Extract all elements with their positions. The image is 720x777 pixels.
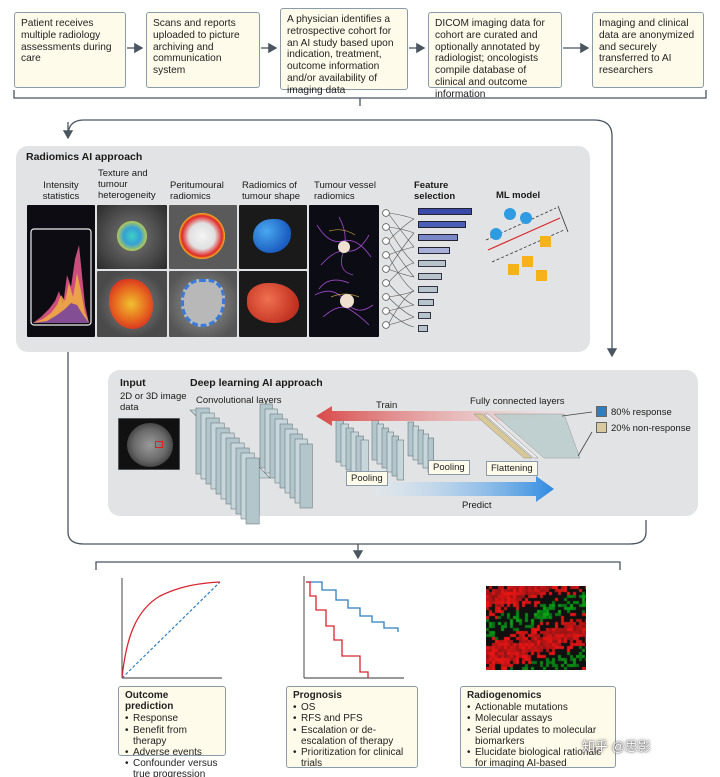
workflow-step-1-text: Patient receives multiple radiology asse… [21,18,112,65]
workflow-step-2-text: Scans and reports uploaded to picture ar… [153,18,240,77]
texture-image-2 [97,271,167,337]
feature-selection-network [382,209,415,329]
feature-bar [418,260,446,267]
radiomics-title: Radiomics AI approach [26,151,143,163]
output-title: Radiogenomics [467,690,542,701]
watermark: 知乎 @思影 [582,739,651,754]
feature-bar [418,312,431,319]
label-ml-model: ML model [496,190,541,201]
brain-mri-image [118,418,180,470]
workflow-step-1: Patient receives multiple radiology asse… [14,12,126,88]
feature-bar [418,286,438,293]
output-item: RFS and PFS [293,713,411,724]
workflow-step-2: Scans and reports uploaded to picture ar… [146,12,260,88]
pooling-tag-2: Pooling [428,460,470,475]
fully-connected-layers [473,411,593,459]
tumour-shape-image-2 [239,271,307,337]
workflow-step-3: A physician identifies a retrospective c… [280,8,408,96]
peritumoural-image-2 [169,271,237,337]
workflow-step-4-text: DICOM imaging data for cohort are curate… [435,18,545,100]
train-label: Train [376,400,398,411]
feature-bar [418,299,434,306]
peritumoural-image-1 [169,205,237,269]
conv-feature-map [299,443,313,509]
output-outcome-prediction: Outcome prediction Response Benefit from… [118,686,226,777]
predict-arrow [376,476,554,502]
workflow-step-5-text: Imaging and clinical data are anonymized… [599,18,695,77]
label-shape: Radiomics of tumour shape [242,180,301,202]
output-item: Benefit from therapy [125,725,219,747]
workflow-step-3-text: A physician identifies a retrospective c… [287,14,394,96]
tumour-shape-image-1 [239,205,307,269]
feature-bar [418,273,442,280]
output-item: Molecular assays [467,713,609,724]
legend-response-swatch [596,406,607,417]
output-item: Prioritization for clinical trials [293,747,411,769]
output-item: Actionable mutations [467,702,609,713]
legend-nonresponse-swatch [596,422,607,433]
feature-bar [418,247,450,254]
intensity-histogram-image [27,205,95,337]
output-radiogenomics: Radiogenomics Actionable mutations Molec… [460,686,616,768]
dl-conv-layers: Convolutional layers [196,395,282,406]
output-title: Prognosis [293,690,342,701]
fc-layers-label: Fully connected layers [470,396,565,407]
roc-curve-chart [121,578,222,679]
label-peritumoural: Peritumoural radiomics [170,180,224,202]
workflow-step-5: Imaging and clinical data are anonymized… [592,12,704,88]
tumour-vessel-image [309,205,379,337]
output-item: Response [125,713,219,724]
output-item: Elucidate biological rationale for imagi… [467,747,609,767]
label-feature-selection: Feature selection [414,180,456,202]
predict-label: Predict [462,500,492,511]
legend-nonresponse-label: 20% non-response [611,423,691,434]
feature-bar [418,325,428,332]
dl-input-sub: 2D or 3D image data [120,391,187,413]
label-vessel: Tumour vessel radiomics [314,180,376,202]
output-title: Outcome prediction [125,690,174,713]
feature-bar [418,208,472,215]
label-intensity: Intensity statistics [42,180,80,202]
workflow-step-4: DICOM imaging data for cohort are curate… [428,12,562,100]
ml-model-plot [485,205,569,281]
output-item: Escalation or de-escalation of therapy [293,725,411,747]
output-item: Serial updates to molecular biomarkers [467,725,609,747]
dl-title: Deep learning AI approach [190,377,323,389]
flattening-tag: Flattening [486,461,538,476]
pooling-tag-1: Pooling [346,471,388,486]
conv-feature-map [245,457,260,525]
label-texture: Texture and tumour heterogeneity [98,168,156,201]
feature-bar [418,234,458,241]
radiogenomics-heatmap [486,586,586,670]
cnn-layers [189,403,434,525]
feature-bar [418,221,466,228]
output-prognosis: Prognosis OS RFS and PFS Escalation or d… [286,686,418,769]
conv-feature-map [396,439,404,481]
output-item: Confounder versus true progression [125,758,219,777]
texture-image-1 [97,205,167,269]
legend-response-label: 80% response [611,407,672,418]
output-item: OS [293,702,411,713]
output-item: Adverse events [125,747,219,758]
survival-curve-chart [303,576,404,679]
dl-input-title: Input [120,377,146,389]
